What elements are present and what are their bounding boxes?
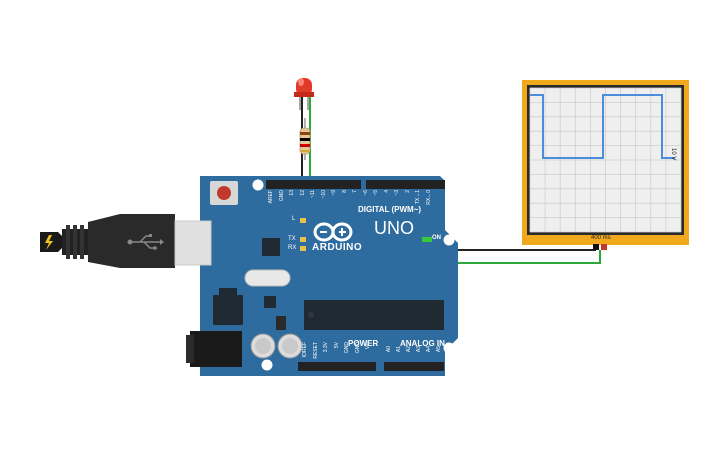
power-pin-label: Vin [365,342,371,350]
digital-pin-label: ~11 [310,190,316,199]
digital-pin-label: ~10 [320,190,327,199]
digital-pin-label: AREF [268,190,274,204]
led-tx [300,237,306,242]
digital-pin-label: 12 [299,190,306,196]
led-tx-label: TX [288,236,296,242]
analog-pin-label: A4 [426,346,432,353]
chip [264,296,276,308]
usb-icon [127,234,164,250]
mounting-hole [261,359,273,371]
oscilloscope-grid [529,87,682,233]
atmega-chip [304,300,444,330]
resistor[interactable] [299,118,311,160]
arduino-logo-icon [313,222,353,242]
analog-pin-label: A5 [436,346,442,353]
digital-header[interactable] [266,180,445,189]
capacitor [250,333,276,359]
board-model-label: UNO [374,218,414,238]
reset-button[interactable] [210,181,238,205]
oscilloscope[interactable] [522,80,689,250]
power-pin-label: 5V [333,342,340,349]
digital-pin-label: TX→1 [415,190,421,205]
power-pin-label: GND [344,342,350,354]
mounting-hole [443,234,455,246]
digital-pin-label: ~6 [362,190,369,196]
power-pin-label: IOREF [302,342,308,358]
digital-pin-label: GND [278,190,285,202]
usb-port [174,220,212,266]
power-jack[interactable] [186,331,242,367]
mounting-hole [252,179,264,191]
digital-pin-labels: AREF GND 13 12 ~11 ~10 ~9 8 7 ~6 ~5 4 ~3 2 TX→1 RX←0 [268,190,448,205]
led-rx [300,246,306,251]
chip [262,238,280,256]
power-pin-labels: IOREF RESET 3.3V 5V GND GND Vin [302,342,382,360]
analog-pin-label: A1 [396,346,402,353]
digital-pin-label: ~3 [394,190,400,196]
oscilloscope-volts-label: 10 V [670,148,676,161]
voltage-regulator [213,295,243,325]
red-led[interactable] [294,78,314,110]
digital-pin-label: 7 [352,190,358,193]
board-brand-label: ARDUINO [312,242,363,253]
digital-pin-label: 2 [404,190,411,193]
lightning-icon [45,235,53,250]
power-label: POWER [348,339,379,348]
analog-pin-label: A2 [406,346,412,353]
power-pin-label: GND [354,342,361,354]
led-on [422,237,432,242]
power-pin-label: RESET [312,342,319,359]
capacitor [277,333,303,359]
oscilloscope-time-label: 400 ms [591,235,611,241]
digital-label: DIGITAL (PWM~) [358,205,422,214]
on-label: ON [432,235,441,241]
digital-pin-label: 8 [341,190,348,193]
digital-pin-label: RX←0 [425,190,432,205]
led-l [300,218,306,223]
signal-trace [530,94,675,159]
power-analog-header[interactable] [298,362,444,371]
led-l-label: L [292,216,296,222]
analog-label: ANALOG IN [400,339,445,348]
led-rx-label: RX [288,245,297,251]
digital-pin-label: 4 [383,190,390,193]
analog-pin-label: A3 [416,346,422,353]
analog-pin-labels: A0 A1 A2 A3 A4 A5 [386,346,446,360]
digital-pin-label: ~5 [373,190,379,196]
power-pin-label: 3.3V [323,342,329,353]
digital-pin-label: ~9 [331,190,337,196]
crystal [244,269,291,287]
terminal-positive[interactable] [601,244,607,250]
analog-pin-label: A0 [386,346,392,353]
digital-pin-label: 13 [289,190,295,196]
terminal-negative[interactable] [593,244,599,250]
mounting-hole [443,342,455,354]
arduino-uno-board[interactable] [174,176,458,376]
